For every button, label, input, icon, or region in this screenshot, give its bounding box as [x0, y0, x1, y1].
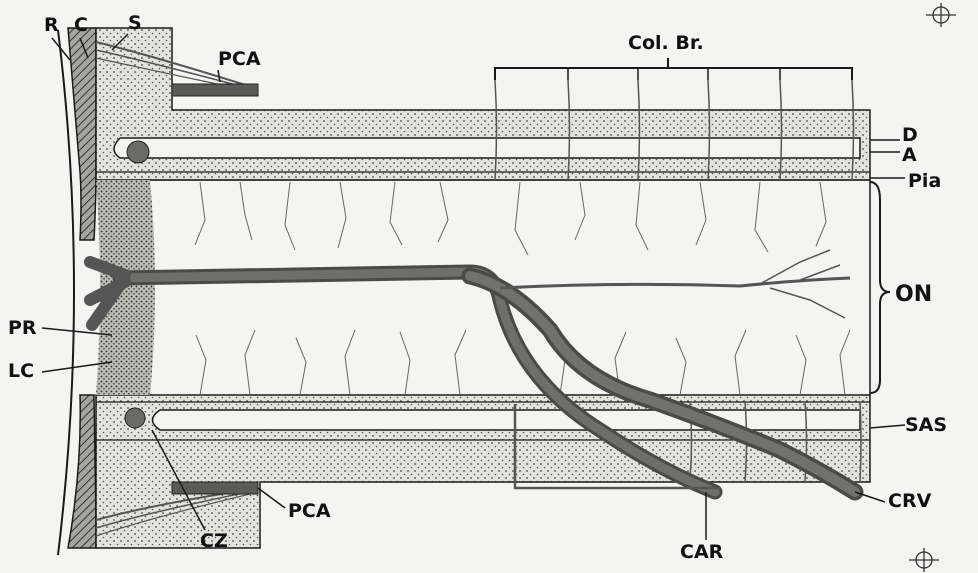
lower-subarachnoid-space	[153, 410, 861, 430]
upper-subarachnoid-space	[114, 138, 860, 158]
upper-ring-vessel	[127, 141, 149, 163]
label-c: C	[74, 16, 88, 35]
choroid-band-lower	[68, 395, 96, 548]
lower-ring-vessel	[125, 408, 145, 428]
label-crv: CRV	[888, 492, 931, 511]
label-car: CAR	[680, 543, 723, 562]
col-br-bracket	[495, 68, 852, 80]
label-cz: CZ	[200, 532, 228, 551]
retina-line	[58, 30, 74, 555]
label-pia: Pia	[908, 172, 941, 191]
axial-artery-branch	[500, 278, 850, 288]
label-on: ON	[895, 284, 932, 306]
label-s: S	[128, 14, 142, 33]
label-pca-bottom: PCA	[288, 502, 331, 521]
label-col-br: Col. Br.	[628, 34, 704, 53]
registration-mark-bottom	[909, 548, 939, 572]
pca-top-artery	[172, 84, 258, 96]
label-sas: SAS	[905, 416, 947, 435]
label-d: D	[902, 126, 918, 145]
on-bracket	[870, 182, 890, 393]
label-pca-top: PCA	[218, 50, 261, 69]
label-pr: PR	[8, 319, 37, 338]
label-a: A	[902, 146, 917, 165]
label-lc: LC	[8, 362, 34, 381]
label-r: R	[44, 16, 59, 35]
registration-mark-top	[926, 3, 956, 27]
